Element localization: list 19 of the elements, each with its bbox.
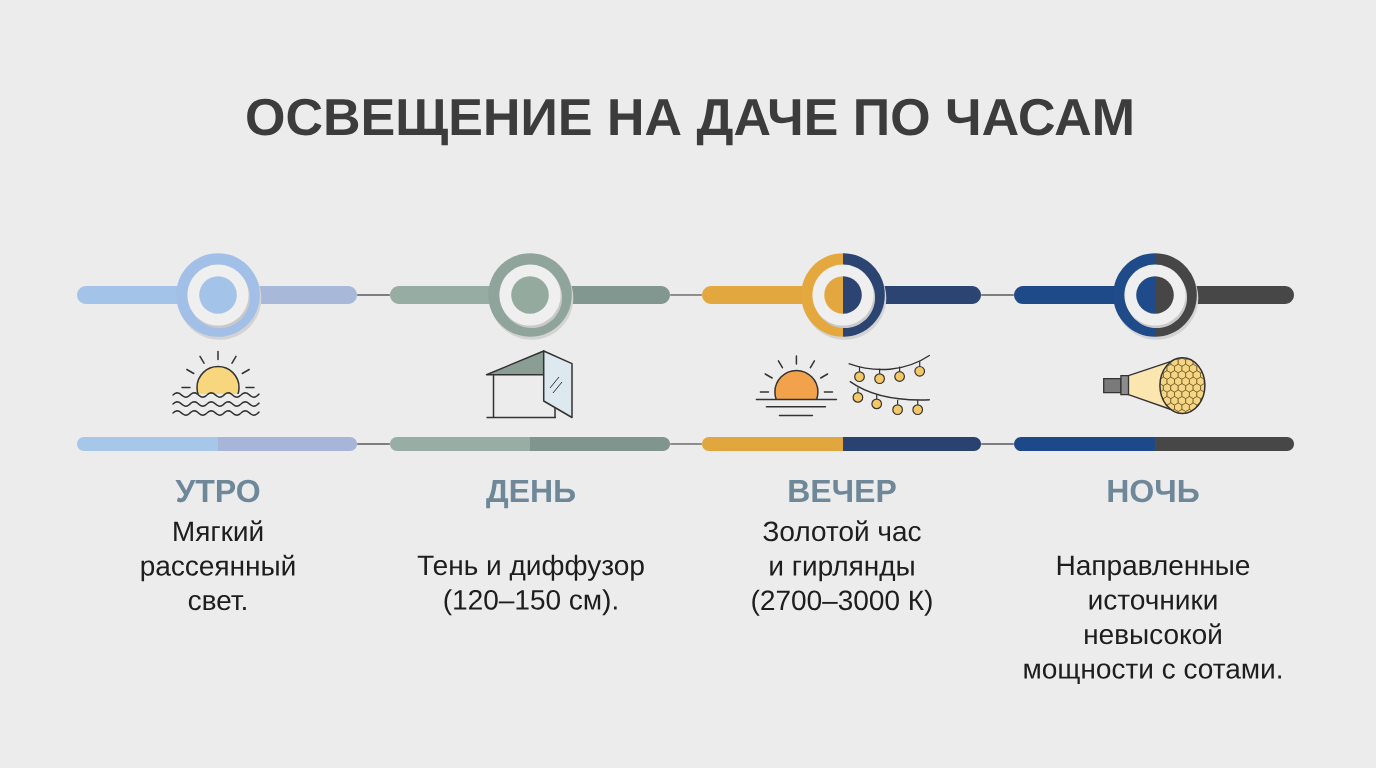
description-text: Тень и диффузор (120–150 см). [417,554,644,616]
period-heading: НОЧЬ [1108,479,1199,503]
period-heading: ДЕНЬ [486,480,575,509]
timeline-bar [390,437,670,451]
period-heading: ВЕЧЕР [789,480,896,502]
connector-line [980,294,1015,296]
description-text: Направленные источники невысокой мощности с сотами. [1024,555,1281,685]
connector-line [356,443,391,445]
connector-line [356,294,391,296]
connector-line [669,294,703,296]
period-heading: УТРО [175,479,260,503]
description-text: Золотой час и гирлянды (2700–3000 К) [752,520,932,616]
timeline-bar [702,437,981,451]
description-text: Мягкий рассеянный свет. [141,520,295,611]
timeline-bar [77,437,357,451]
timeline-bar [1014,437,1294,451]
connector-line [669,443,703,445]
title: ОСВЕЩЕНИЕ НА ДАЧЕ ПО ЧАСАМ [247,98,1132,146]
connector-line [980,443,1015,445]
